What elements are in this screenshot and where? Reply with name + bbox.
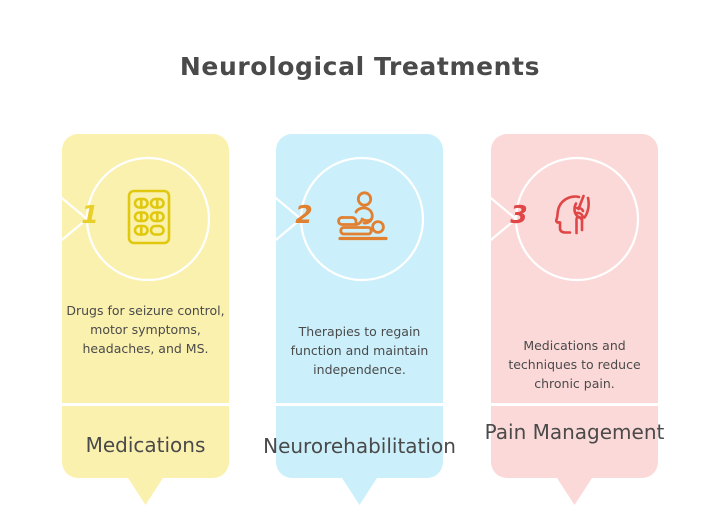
card-2-decoration [276, 156, 443, 406]
card-1-decoration [62, 156, 229, 406]
card-3-background [491, 134, 658, 505]
physical-therapy-massage-icon [337, 191, 388, 241]
card-1-number: 1 [81, 200, 99, 229]
card-3-decoration [491, 156, 658, 406]
card-1-label: Medications [85, 433, 206, 457]
treatment-card-medications[interactable]: 1 Drugs for seizure control, motor sympt… [62, 134, 229, 505]
card-2-description: Therapies to regain function and maintai… [290, 324, 429, 377]
page-title: Neurological Treatments [179, 52, 541, 81]
card-1-shape [62, 134, 229, 505]
head-pain-icon [554, 194, 590, 235]
treatment-card-neurorehabilitation[interactable]: 2 Therapies to regain function and [263, 134, 456, 505]
pill-blister-pack-icon [127, 189, 171, 245]
card-3-label: Pain Management [484, 420, 665, 444]
card-1-background [62, 134, 229, 505]
card-2-number: 2 [295, 200, 313, 229]
treatment-card-pain-management[interactable]: 3 Medications and techniques to reduce c… [485, 134, 664, 505]
card-1-description: Drugs for seizure control, motor symptom… [66, 303, 225, 356]
card-3-description: Medications and techniques to reduce chr… [508, 338, 641, 391]
card-3-shape [491, 134, 658, 505]
card-2-label: Neurorehabilitation [263, 434, 456, 458]
card-2-shape [276, 134, 443, 505]
card-2-background [276, 134, 443, 505]
card-3-number: 3 [510, 200, 528, 229]
